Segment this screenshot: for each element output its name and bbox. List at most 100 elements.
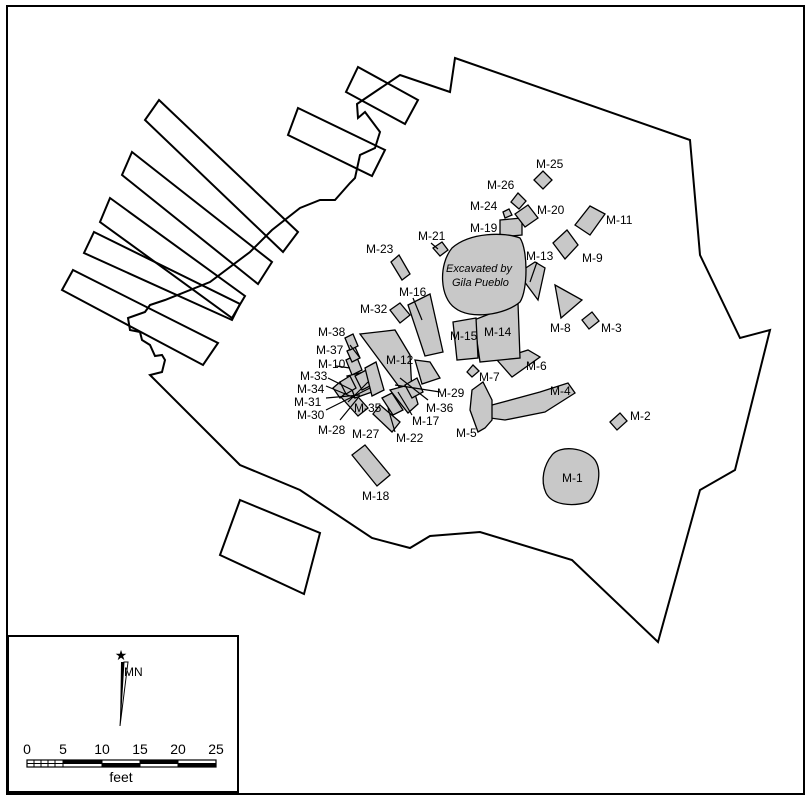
feature-m-7 [466, 364, 480, 378]
leader-line [529, 261, 538, 283]
leader-line [325, 387, 371, 411]
label-m-3: M-3 [601, 321, 622, 335]
label-m-32: M-32 [360, 302, 388, 316]
scale-tick-25: 25 [208, 741, 224, 757]
label-m-2: M-2 [630, 409, 651, 423]
feature-m-2 [609, 412, 628, 431]
label-m-18: M-18 [362, 489, 390, 503]
excavated-label-line1: Excavated by [446, 263, 514, 275]
feature-m-5 [469, 381, 493, 433]
leader-line [399, 377, 429, 401]
label-m-26: M-26 [487, 178, 515, 192]
room-outlines [60, 65, 420, 596]
label-m-21: M-21 [418, 229, 446, 243]
label-m-4: M-4 [550, 384, 571, 398]
excavated-label-line2: Gila Pueblo [452, 277, 509, 289]
leader-line [412, 297, 423, 321]
label-m-7: M-7 [479, 370, 500, 384]
feature-m-38 [344, 333, 359, 351]
feature-m-29 [414, 359, 441, 385]
label-m-24: M-24 [470, 199, 498, 213]
leader-line [394, 384, 441, 393]
label-m-8: M-8 [550, 321, 571, 335]
room-outline [143, 98, 300, 254]
scale-bar: 0 5 10 15 20 25 feet [23, 741, 224, 785]
label-m-34: M-34 [297, 382, 325, 396]
room-outline [344, 65, 420, 126]
label-m-28: M-28 [318, 423, 346, 437]
scale-tick-0: 0 [23, 741, 31, 757]
feature-m-9 [552, 229, 579, 261]
label-m-19: M-19 [470, 221, 498, 235]
label-m-11: M-11 [606, 213, 633, 227]
feature-m-35 [364, 361, 385, 397]
label-m-31: M-31 [294, 395, 322, 409]
label-m-37: M-37 [316, 343, 344, 357]
room-outline [218, 498, 322, 596]
feature-m-22 [381, 392, 404, 416]
label-m-12: M-12 [386, 353, 414, 367]
site-boundary [126, 56, 772, 644]
north-arrow-needle-outline [119, 661, 129, 727]
scale-tick-10: 10 [94, 741, 110, 757]
feature-m-20 [514, 204, 539, 228]
label-m-36: M-36 [426, 401, 454, 415]
leader-line [335, 365, 351, 369]
leader-line [387, 407, 396, 433]
label-m-16: M-16 [399, 285, 427, 299]
leader-line [339, 397, 359, 421]
label-m-25: M-25 [536, 157, 564, 171]
feature-m-25 [533, 170, 553, 190]
label-m-38: M-38 [318, 325, 346, 339]
feature-m-1 [542, 448, 600, 506]
room-outline [82, 230, 242, 322]
feature-m-24 [502, 208, 513, 219]
label-m-1: M-1 [562, 471, 583, 485]
feature-m-26 [510, 192, 527, 210]
legend-inset: ★ MN 0 5 10 15 20 25 [7, 635, 239, 793]
leader-lines [325, 242, 538, 433]
label-m-9: M-9 [582, 251, 603, 265]
feature-m-3 [581, 311, 600, 330]
label-m-5: M-5 [456, 426, 477, 440]
feature-m-32 [389, 302, 411, 324]
label-m-20: M-20 [537, 203, 565, 217]
feature-m-23 [390, 253, 411, 281]
north-label: MN [124, 665, 143, 679]
scale-unit: feet [109, 769, 132, 785]
leader-line [347, 381, 369, 403]
feature-m-16 [407, 293, 444, 357]
label-m-22: M-22 [396, 431, 424, 445]
room-outline [120, 150, 274, 286]
scale-tick-20: 20 [170, 741, 186, 757]
feature-m-8 [554, 283, 584, 320]
room-outline [286, 106, 387, 178]
label-m-13: M-13 [526, 249, 554, 263]
scale-tick-15: 15 [132, 741, 148, 757]
feature-m-21 [432, 241, 449, 257]
label-m-10: M-10 [318, 357, 346, 371]
label-m-17: M-17 [412, 414, 440, 428]
leader-line [397, 391, 413, 416]
label-m-33: M-33 [300, 369, 328, 383]
label-m-35: M-35 [354, 401, 382, 415]
feature-m-12 [358, 329, 413, 393]
star-icon: ★ [115, 648, 128, 664]
excavated-area [441, 233, 527, 316]
label-m-14: M-14 [484, 325, 512, 339]
label-m-30: M-30 [297, 408, 325, 422]
label-m-23: M-23 [366, 242, 394, 256]
label-m-6: M-6 [526, 359, 547, 373]
leader-line [349, 344, 361, 359]
room-outline [60, 268, 220, 367]
feature-m-11 [574, 205, 606, 236]
north-arrow: ★ MN [115, 648, 143, 727]
label-m-27: M-27 [352, 427, 380, 441]
feature-m-15 [452, 317, 479, 361]
label-m-15: M-15 [450, 329, 478, 343]
leader-line [327, 377, 353, 391]
feature-m-19 [499, 217, 523, 238]
leader-line [430, 242, 439, 250]
label-m-29: M-29 [437, 386, 465, 400]
